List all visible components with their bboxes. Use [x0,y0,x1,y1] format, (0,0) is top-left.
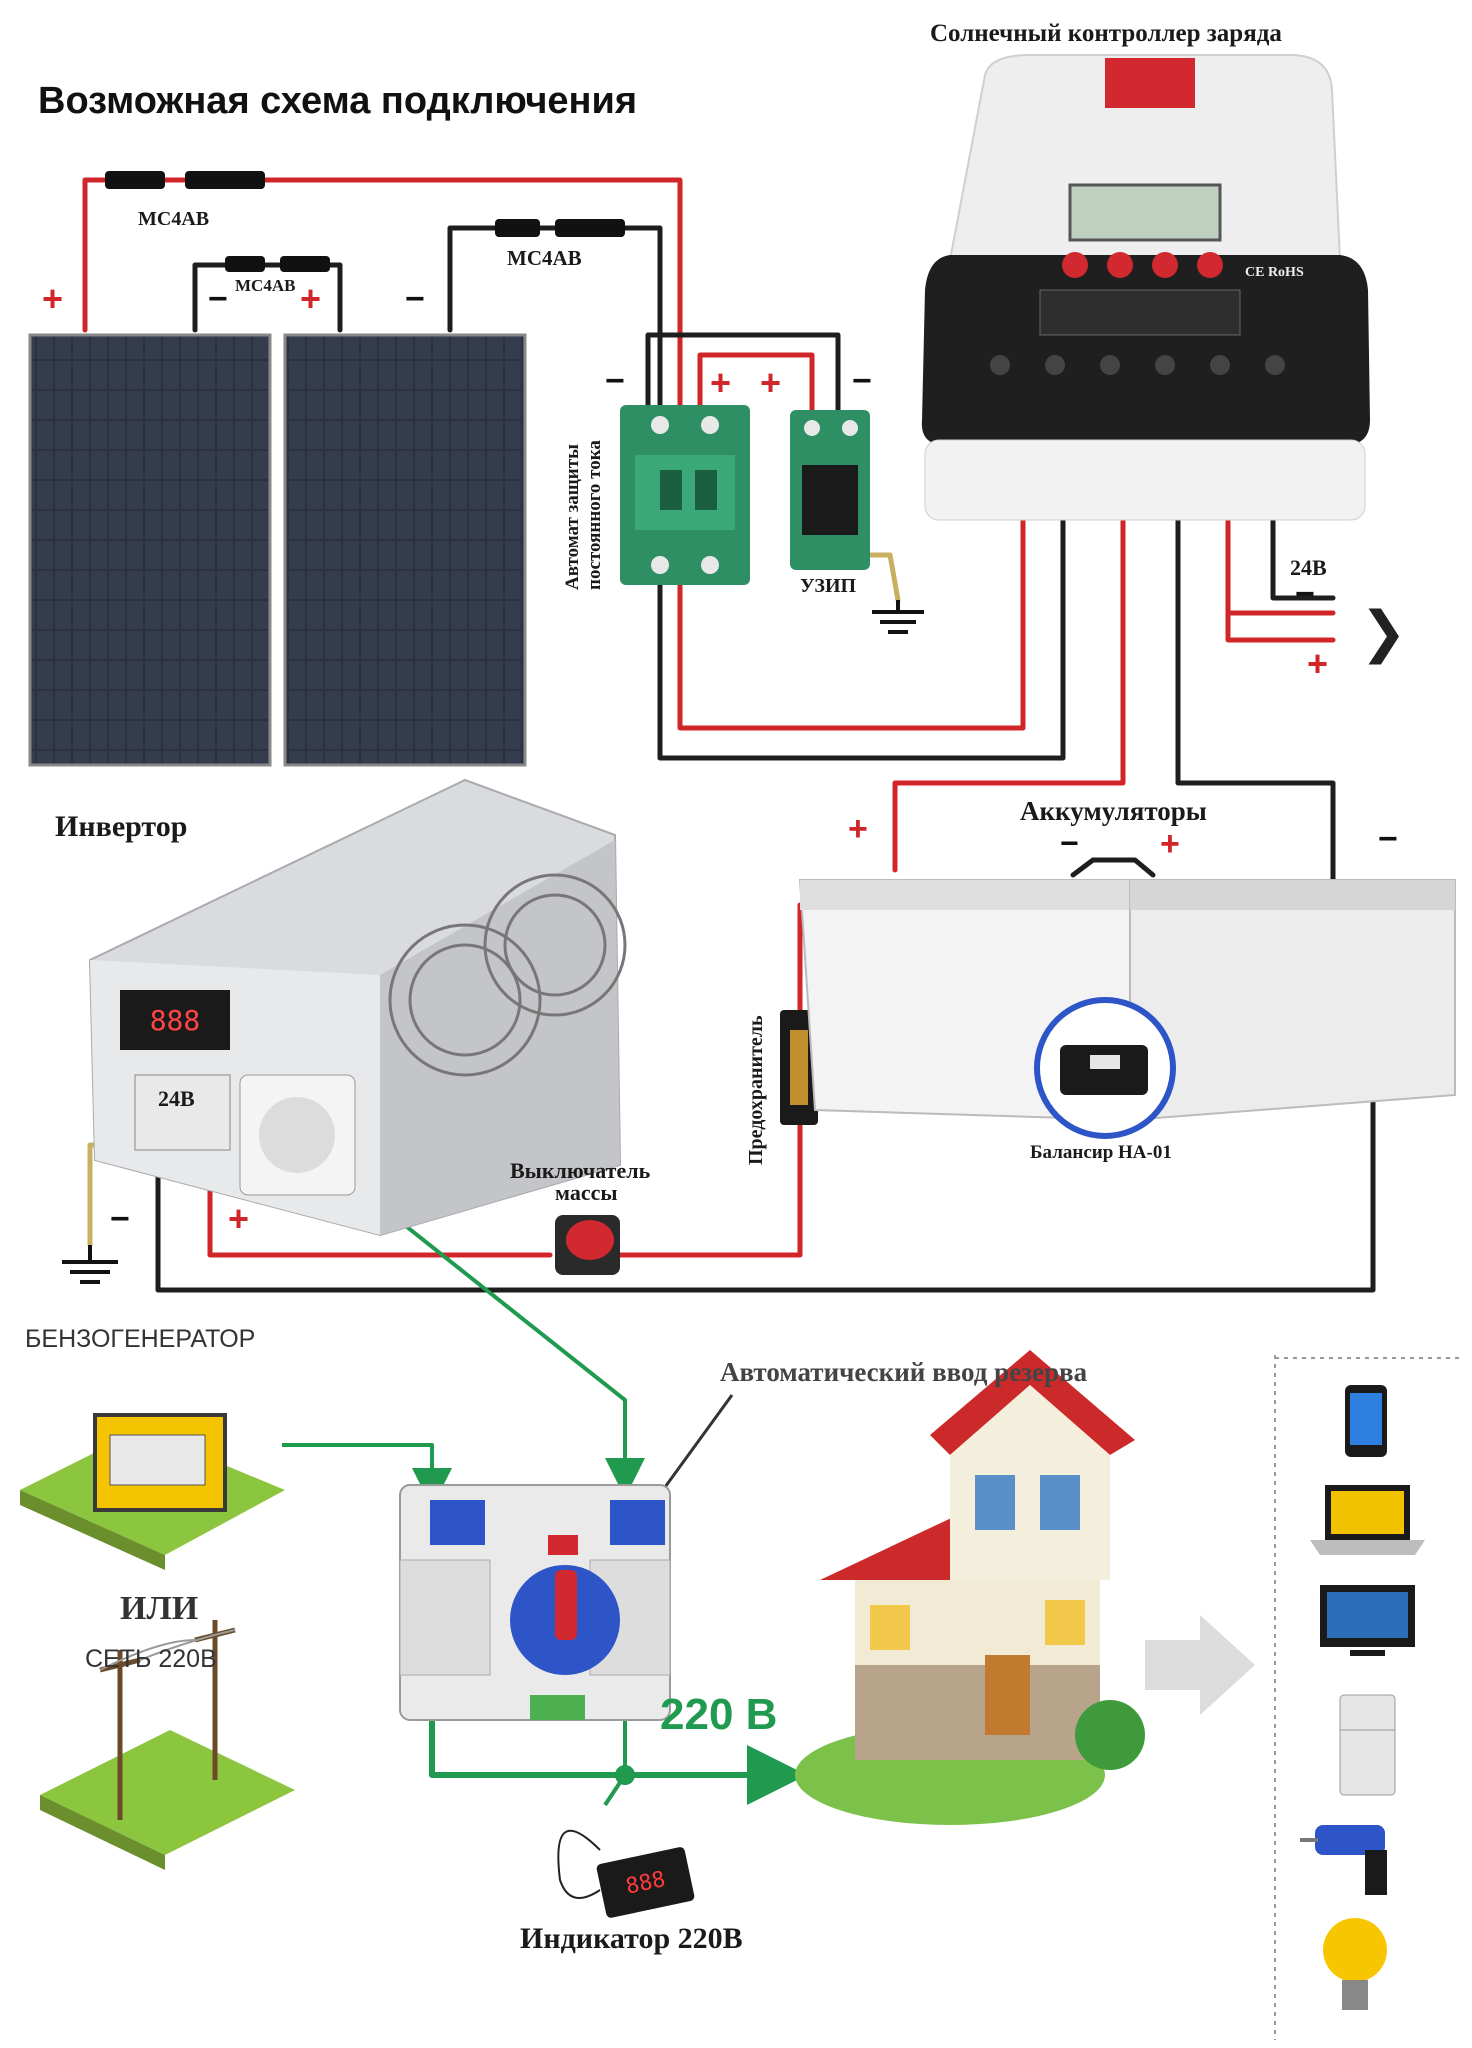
plus-sign: + [1307,643,1329,684]
mc4-connector-icon [105,171,265,189]
load-output-arrow-icon: ❯ [1360,600,1407,665]
mc4-label: MC4AB [138,208,210,230]
balancer-icon [1034,997,1176,1139]
plus-sign: + [710,362,732,403]
plus-sign: + [848,810,868,848]
plus-sign: + [228,1198,250,1239]
minus-sign: − [405,280,425,318]
ground-icon [62,1245,118,1284]
solar-panel-icon [28,333,272,767]
grid-label: СЕТЬ 220В [85,1645,217,1673]
minus-sign: − [1295,575,1315,613]
phone-icon [1345,1385,1387,1457]
plus-sign: + [1160,825,1180,863]
spd-label: УЗИП [800,575,857,597]
minus-sign: − [1378,820,1398,858]
charge-controller-icon [921,54,1370,521]
mc4-connector-icon [495,219,625,237]
switch-label: массы [555,1180,618,1205]
generator-label: БЕНЗОГЕНЕРАТОР [25,1325,256,1353]
load-voltage-label: 24В [1290,555,1327,580]
plus-sign: + [760,362,782,403]
ground-icon [872,600,924,634]
generator-icon [20,1413,285,1570]
voltmeter-icon: 888 [557,1829,695,1918]
minus-sign: − [1060,825,1079,861]
dc-breaker-label: Автомат защиты [562,444,583,590]
inverter-voltage-label: 24В [158,1086,195,1111]
fuse-label: Предохранитель [745,1015,767,1165]
arrow-right-icon [1145,1615,1255,1715]
battery-icon [1129,879,1456,1122]
minus-sign: − [605,362,625,400]
solar-panel-icon [283,333,527,767]
laptop-icon [1310,1485,1425,1555]
output-voltage-label: 220 В [660,1690,778,1739]
mc4-label: MC4AB [507,246,582,270]
controller-badge: CE RoHS [1245,265,1304,280]
surge-protector-icon [790,410,870,570]
power-line-icon [40,1620,295,1870]
ats-switch-icon [399,1484,671,1721]
page-title: Возможная схема подключения [38,80,638,122]
inverter-icon: 888 [88,778,627,1237]
drill-icon [1300,1825,1387,1895]
balancer-label: Балансир НА-01 [1030,1142,1172,1163]
ats-label: Автоматический ввод резерва [720,1357,1088,1387]
plus-sign: + [42,278,64,319]
dc-breaker-label: постоянного тока [584,440,605,590]
or-label: ИЛИ [120,1590,199,1627]
device-column [1274,1355,1460,2040]
dc-breaker-icon [620,405,750,585]
fuse-icon [780,1010,818,1125]
house-icon [795,1350,1145,1825]
plus-sign: + [300,278,322,319]
controller-label: Солнечный контроллер заряда [930,20,1282,47]
switch-label: Выключатель [510,1158,651,1183]
minus-sign: − [110,1200,130,1238]
junction-dot [615,1765,635,1785]
minus-sign: − [852,362,872,400]
battery-switch-icon [555,1215,620,1275]
minus-sign: − [208,280,228,318]
bulb-icon [1323,1918,1387,2010]
batteries-label: Аккумуляторы [1020,796,1207,826]
mc4-connector-icon [225,256,330,272]
svg-text:888: 888 [150,1004,201,1037]
fridge-icon [1339,1694,1396,1796]
tv-icon [1320,1585,1415,1656]
mc4-label: MC4AB [235,276,296,295]
inverter-label: Инвертор [55,810,188,843]
indicator-label: Индикатор 220В [520,1922,743,1955]
